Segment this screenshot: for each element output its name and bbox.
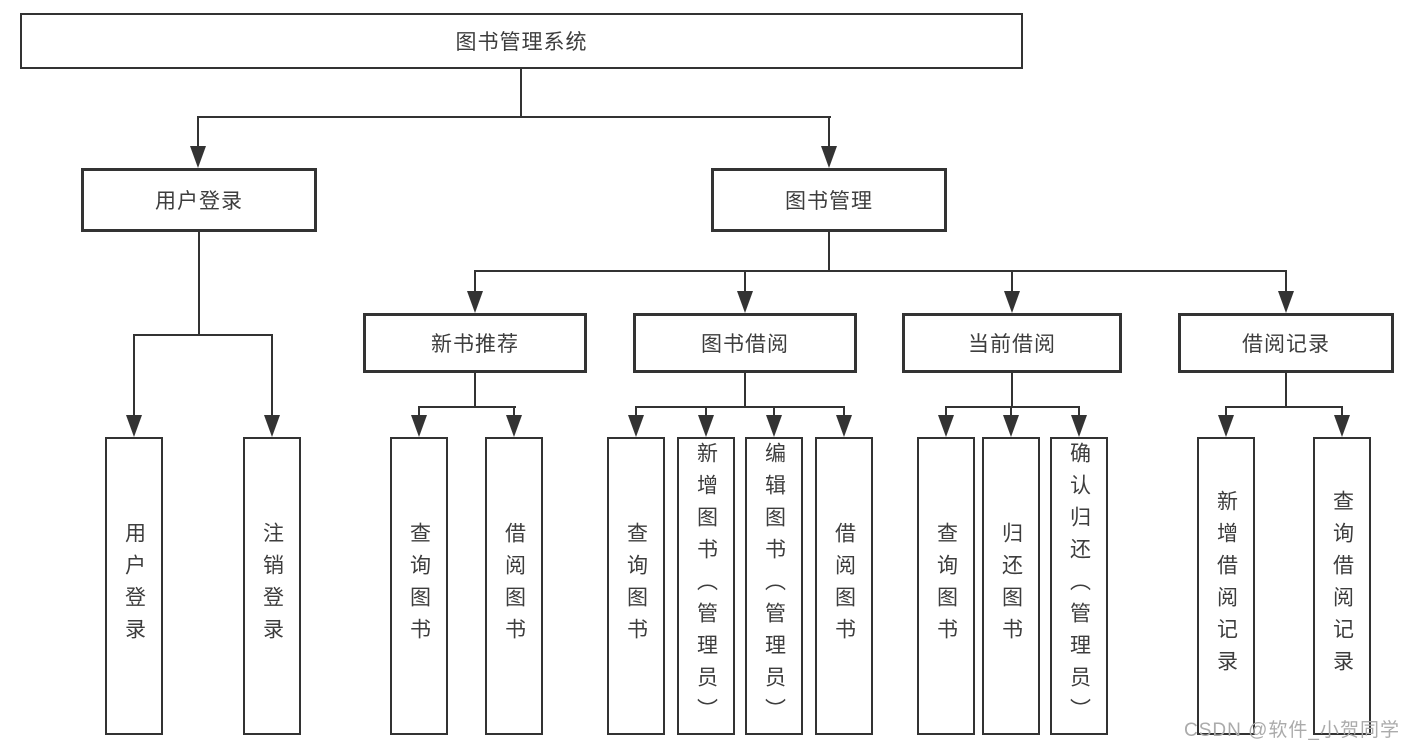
connector-line — [773, 406, 775, 418]
node-book-borrow-label: 图书借阅 — [701, 333, 789, 356]
arrowhead-icon — [190, 146, 206, 168]
connector-line — [705, 406, 707, 418]
node-book-management-label: 图书管理 — [785, 190, 873, 213]
leaf-borrow-books-recommend: 借阅图书 — [485, 437, 543, 735]
connector-line — [133, 334, 273, 336]
arrowhead-icon — [821, 146, 837, 168]
node-book-management: 图书管理 — [711, 168, 947, 232]
arrowhead-icon — [264, 415, 280, 437]
connector-line — [271, 334, 273, 419]
node-book-borrow: 图书借阅 — [633, 313, 857, 373]
arrowhead-icon — [1003, 415, 1019, 437]
connector-line — [1010, 406, 1012, 418]
leaf-confirm-return-admin: 确认归还（管理员） — [1050, 437, 1108, 735]
connector-line — [197, 116, 199, 150]
leaf-logout: 注销登录 — [243, 437, 301, 735]
leaf-query-books-borrow: 查询图书 — [607, 437, 665, 735]
node-borrow-records-label: 借阅记录 — [1242, 333, 1330, 356]
connector-line — [1341, 406, 1343, 418]
leaf-add-books-admin: 新增图书（管理员） — [677, 437, 735, 735]
connector-line — [828, 230, 830, 272]
node-new-book-recommend-label: 新书推荐 — [431, 333, 519, 356]
arrowhead-icon — [1071, 415, 1087, 437]
arrowhead-icon — [1278, 291, 1294, 313]
node-user-login-label: 用户登录 — [155, 190, 243, 213]
arrowhead-icon — [737, 291, 753, 313]
connector-line — [1011, 270, 1013, 294]
arrowhead-icon — [1218, 415, 1234, 437]
leaf-query-borrow-record: 查询借阅记录 — [1313, 437, 1371, 735]
arrowhead-icon — [1334, 415, 1350, 437]
connector-line — [843, 406, 845, 418]
leaf-query-books-current: 查询图书 — [917, 437, 975, 735]
connector-line — [1285, 371, 1287, 408]
connector-line — [133, 334, 135, 419]
node-root-label: 图书管理系统 — [455, 31, 588, 54]
connector-line — [513, 406, 515, 418]
node-user-login: 用户登录 — [81, 168, 317, 232]
node-borrow-records: 借阅记录 — [1178, 313, 1394, 373]
arrowhead-icon — [698, 415, 714, 437]
csdn-watermark: CSDN @软件_小贺同学 — [1184, 720, 1400, 741]
connector-line — [744, 270, 746, 294]
leaf-query-books-recommend: 查询图书 — [390, 437, 448, 735]
node-root: 图书管理系统 — [20, 13, 1023, 69]
arrowhead-icon — [836, 415, 852, 437]
connector-line — [197, 116, 831, 118]
arrowhead-icon — [628, 415, 644, 437]
connector-line — [474, 270, 476, 294]
node-new-book-recommend: 新书推荐 — [363, 313, 587, 373]
leaf-edit-books-admin: 编辑图书（管理员） — [745, 437, 803, 735]
arrowhead-icon — [506, 415, 522, 437]
leaf-user-login: 用户登录 — [105, 437, 163, 735]
connector-line — [1225, 406, 1343, 408]
connector-line — [1285, 270, 1287, 294]
leaf-return-books: 归还图书 — [982, 437, 1040, 735]
connector-line — [828, 116, 830, 150]
connector-line — [1078, 406, 1080, 418]
connector-line — [635, 406, 845, 408]
connector-line — [1225, 406, 1227, 418]
arrowhead-icon — [467, 291, 483, 313]
arrowhead-icon — [1004, 291, 1020, 313]
connector-line — [1011, 371, 1013, 408]
arrowhead-icon — [766, 415, 782, 437]
connector-line — [418, 406, 516, 408]
arrowhead-icon — [938, 415, 954, 437]
connector-line — [418, 406, 420, 418]
connector-line — [474, 371, 476, 408]
leaf-borrow-books: 借阅图书 — [815, 437, 873, 735]
connector-line — [198, 230, 200, 336]
node-current-borrow: 当前借阅 — [902, 313, 1122, 373]
connector-line — [635, 406, 637, 418]
connector-line — [520, 68, 522, 118]
node-current-borrow-label: 当前借阅 — [968, 333, 1056, 356]
leaf-add-borrow-record: 新增借阅记录 — [1197, 437, 1255, 735]
connector-line — [744, 371, 746, 408]
connector-line — [474, 270, 1287, 272]
connector-line — [945, 406, 1080, 408]
arrowhead-icon — [126, 415, 142, 437]
connector-line — [945, 406, 947, 418]
arrowhead-icon — [411, 415, 427, 437]
